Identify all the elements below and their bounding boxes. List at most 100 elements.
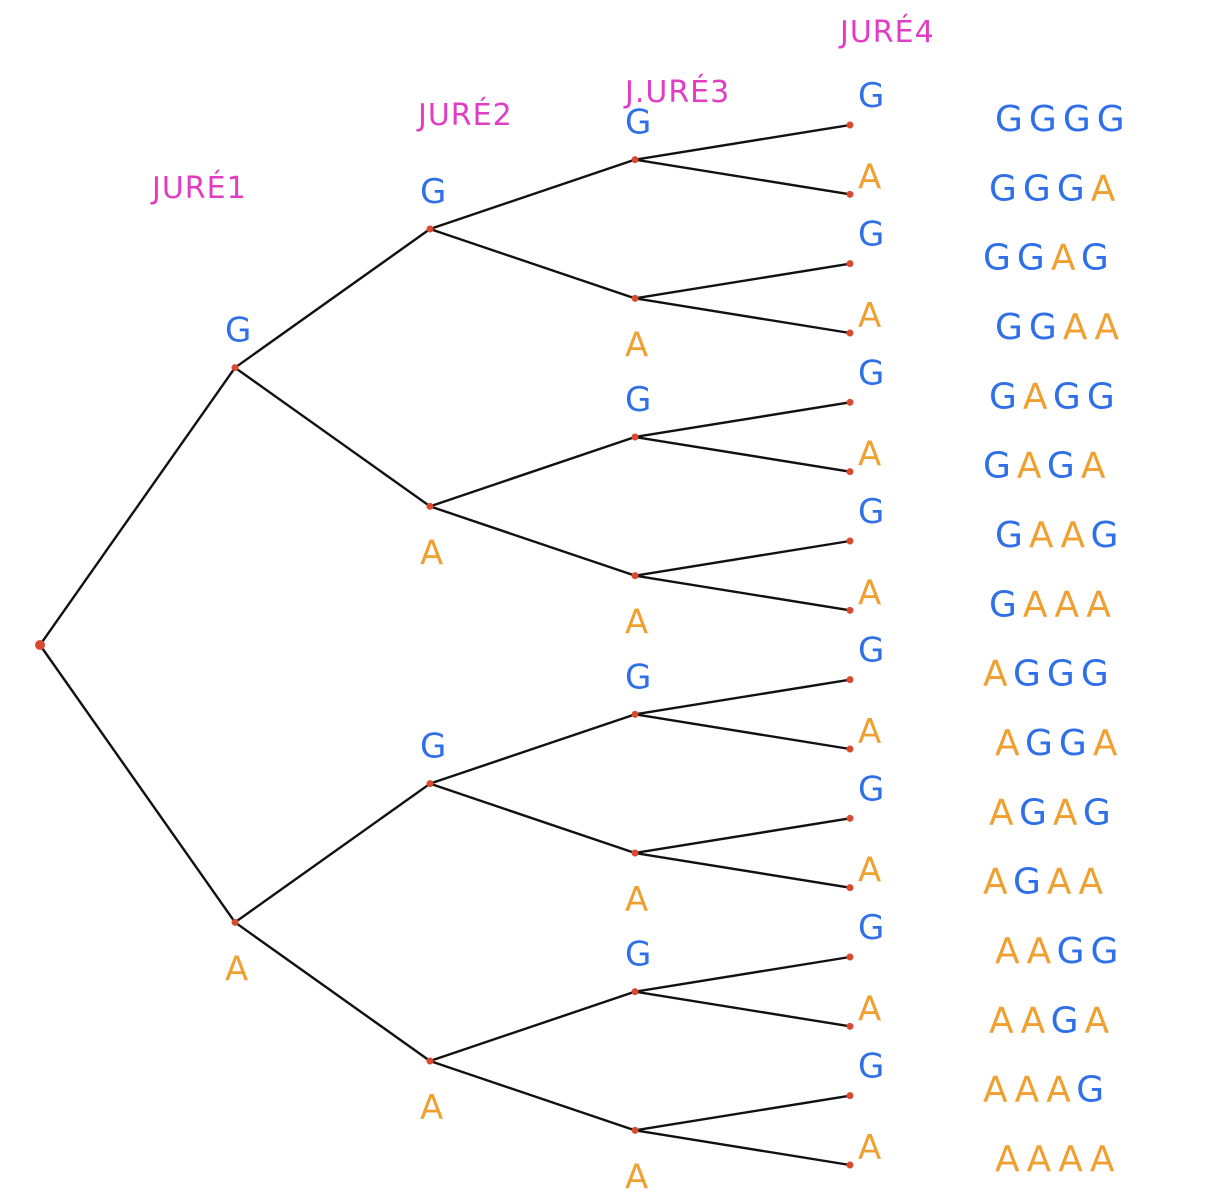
- root-node: [35, 640, 45, 650]
- outcome-agaa: AGAA: [983, 862, 1109, 903]
- tree-edge: [428, 990, 637, 1063]
- tree-edge: [633, 1129, 852, 1167]
- tree-node: [631, 1126, 639, 1134]
- outcome-letter-a: A: [1061, 515, 1091, 556]
- tree-node: [631, 849, 639, 857]
- tree-edge: [633, 297, 852, 335]
- tree-edge: [633, 955, 852, 993]
- outcome-letter-g: G: [1023, 168, 1057, 209]
- branch-label-g: G: [858, 769, 884, 809]
- tree-edge: [633, 851, 852, 889]
- outcome-letter-g: G: [1017, 238, 1051, 279]
- outcome-letter-a: A: [1094, 307, 1125, 348]
- branch-label-a: A: [625, 325, 648, 365]
- tree-node: [846, 260, 854, 268]
- outcome-letter-g: G: [989, 376, 1023, 417]
- tree-node: [426, 1057, 434, 1065]
- outcome-letter-g: G: [983, 446, 1017, 487]
- level-label-1: JURÉ1: [150, 170, 247, 206]
- branch-label-a: A: [420, 1088, 443, 1128]
- tree-node: [846, 190, 854, 198]
- branch-label-a: A: [858, 989, 881, 1029]
- tree-edge: [633, 435, 852, 473]
- outcome-letter-g: G: [1013, 862, 1047, 903]
- outcome-letter-a: A: [1058, 1139, 1090, 1180]
- tree-node: [631, 156, 639, 164]
- outcome-gaaa: GAAA: [989, 584, 1117, 625]
- outcome-letter-g: G: [995, 99, 1029, 140]
- tree-nodes: [35, 121, 854, 1169]
- outcome-letter-a: A: [1055, 584, 1087, 625]
- outcome-letter-g: G: [989, 584, 1023, 625]
- outcome-letter-a: A: [989, 792, 1019, 833]
- outcome-letter-a: A: [1053, 792, 1083, 833]
- branch-label-g: G: [858, 76, 884, 116]
- tree-edge: [633, 713, 852, 751]
- branch-label-a: A: [858, 851, 881, 891]
- tree-edge: [633, 539, 852, 577]
- outcome-letter-a: A: [995, 931, 1027, 972]
- level-label-4: JURÉ4: [838, 14, 935, 50]
- level-label-3: J.URÉ3: [623, 74, 730, 110]
- tree-node: [631, 294, 639, 302]
- branch-label-a: A: [858, 712, 881, 752]
- outcome-letter-g: G: [1063, 99, 1097, 140]
- branch-label-g: G: [225, 311, 251, 351]
- tree-node: [846, 676, 854, 684]
- outcome-letter-a: A: [1021, 1000, 1051, 1041]
- outcome-letter-a: A: [1091, 168, 1122, 209]
- tree-node: [846, 537, 854, 545]
- outcome-letter-g: G: [1081, 238, 1115, 279]
- outcome-letter-g: G: [1029, 99, 1063, 140]
- tree-edge: [428, 505, 637, 577]
- branch-label-a: A: [858, 435, 881, 475]
- tree-node: [846, 468, 854, 476]
- tree-node: [846, 814, 854, 822]
- outcome-letter-a: A: [1027, 1139, 1059, 1180]
- tree-edge: [633, 401, 852, 439]
- tree-node: [846, 884, 854, 892]
- branch-label-g: G: [858, 908, 884, 948]
- outcome-letter-g: G: [1053, 376, 1087, 417]
- outcome-letter-a: A: [1086, 584, 1117, 625]
- outcome-letter-a: A: [983, 862, 1013, 903]
- branch-label-g: G: [420, 727, 446, 767]
- outcome-agag: AGAG: [989, 792, 1117, 833]
- outcome-letter-g: G: [1081, 654, 1115, 695]
- tree-edge: [633, 123, 852, 161]
- outcome-letter-g: G: [1091, 515, 1125, 556]
- outcome-letter-g: G: [995, 515, 1029, 556]
- outcome-letter-a: A: [1023, 376, 1053, 417]
- outcome-letter-a: A: [1027, 931, 1057, 972]
- outcome-letter-a: A: [983, 1070, 1015, 1111]
- tree-edge: [233, 366, 432, 508]
- outcome-letter-a: A: [1090, 1139, 1121, 1180]
- outcome-letter-g: G: [1047, 446, 1081, 487]
- outcome-gaga: GAGA: [983, 446, 1111, 487]
- outcome-letter-g: G: [1059, 723, 1093, 764]
- outcome-gaag: GAAG: [995, 515, 1124, 556]
- outcome-aaag: AAAG: [983, 1070, 1110, 1111]
- branch-label-g: G: [858, 353, 884, 393]
- outcome-gggg: GGGG: [995, 99, 1131, 140]
- branch-label-a: A: [858, 296, 881, 336]
- outcome-letter-a: A: [1051, 238, 1081, 279]
- outcome-letter-a: A: [1029, 515, 1061, 556]
- outcome-letter-g: G: [1047, 654, 1081, 695]
- outcome-letter-g: G: [1025, 723, 1059, 764]
- branch-label-a: A: [858, 1128, 881, 1168]
- outcome-letter-a: A: [995, 723, 1025, 764]
- tree-edge: [428, 1059, 637, 1132]
- branch-label-a: A: [225, 949, 248, 989]
- tree-edge: [38, 643, 237, 924]
- branch-label-a: A: [625, 880, 648, 920]
- tree-node: [846, 606, 854, 614]
- outcome-letter-g: G: [983, 238, 1017, 279]
- outcome-letter-a: A: [1081, 446, 1112, 487]
- outcome-aaga: AAGA: [989, 1000, 1115, 1041]
- outcome-ggaa: GGAA: [995, 307, 1125, 348]
- branch-label-g: G: [625, 935, 651, 975]
